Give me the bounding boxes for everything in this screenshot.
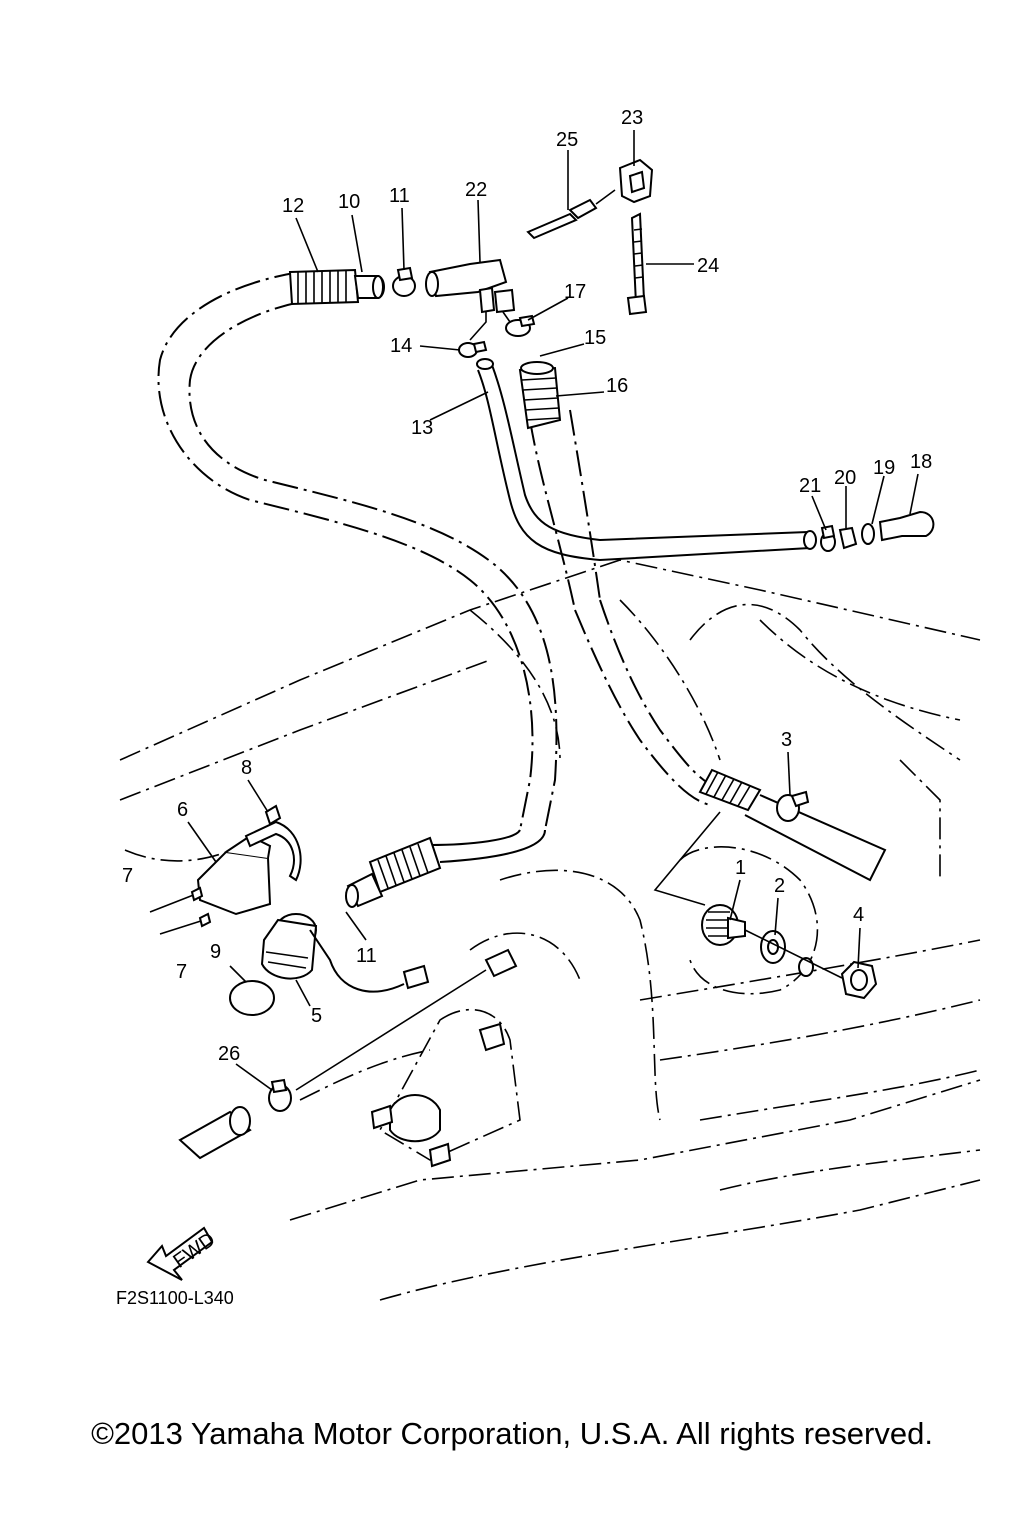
callout-9: 9: [210, 941, 221, 963]
hoses-13-16: [476, 358, 817, 806]
callout-22: 22: [465, 179, 487, 201]
callout-21: 21: [799, 475, 821, 497]
callout-19: 19: [873, 457, 895, 479]
callouts: 1 2 3 4 5 6 7 7 8 9 10 11 11 12 13 14 15…: [122, 107, 932, 1065]
callout-6: 6: [177, 799, 188, 821]
callout-13: 13: [411, 417, 433, 439]
leader-lines: [187, 130, 919, 1091]
part-19-washer: [861, 523, 875, 545]
callout-20: 20: [834, 467, 856, 489]
callout-3: 3: [781, 729, 792, 751]
part-20-nut: [838, 526, 858, 550]
callout-12: 12: [282, 195, 304, 217]
callout-16: 16: [606, 375, 628, 397]
outlet-fitting: [295, 948, 518, 1091]
callout-23: 23: [621, 107, 643, 129]
suction-hose: [157, 271, 558, 863]
callout-26: 26: [218, 1043, 240, 1065]
part-11-clamp-top: [392, 266, 416, 297]
fwd-arrow-icon: FWD: [146, 1226, 219, 1281]
hose-bellows-bottom: [345, 836, 442, 908]
callout-4: 4: [853, 904, 864, 926]
part-7-rivets: [149, 886, 212, 935]
explode-lines-1-4: [653, 811, 843, 979]
part-3-clamp: [776, 790, 810, 822]
part-6-bracket: [196, 834, 272, 916]
part-5-bilge-pump: [260, 913, 430, 993]
part-2-washer: [760, 930, 814, 977]
part-21-clamp: [820, 524, 836, 552]
part-1-fitting: [701, 904, 746, 946]
callout-18: 18: [910, 451, 932, 473]
diagram-code: F2S1100-L340: [116, 1288, 234, 1308]
callout-1: 1: [735, 857, 746, 879]
hull-outline: [119, 559, 981, 1301]
hose-bellows-3: [698, 768, 887, 882]
callout-7: 7: [122, 865, 133, 887]
callout-8: 8: [241, 757, 252, 779]
drive-shaft: [178, 1022, 506, 1168]
part-8-strap: [244, 804, 302, 882]
part-25-rivet: [526, 189, 616, 240]
callout-7: 7: [176, 961, 187, 983]
callout-14: 14: [390, 335, 412, 357]
callout-2: 2: [774, 875, 785, 897]
callout-10: 10: [338, 191, 360, 213]
part-22-fitting: [425, 258, 516, 314]
exploded-parts-diagram: FWD: [119, 107, 981, 1301]
part-24-cable-tie: [626, 212, 648, 316]
callout-5: 5: [311, 1005, 322, 1027]
part-14-clamp: [458, 340, 488, 358]
copyright-notice: ©2013 Yamaha Motor Corporation, U.S.A. A…: [91, 1416, 933, 1451]
part-9-cap: [229, 980, 275, 1016]
hose-bellows-top: [288, 268, 385, 306]
part-23-clip: [618, 158, 654, 204]
callout-15: 15: [584, 327, 606, 349]
part-26-clamp: [268, 1078, 292, 1112]
part-4-nut: [840, 960, 878, 1000]
explode-lines-14-17: [469, 311, 511, 341]
callout-17: 17: [564, 281, 586, 303]
callout-25: 25: [556, 129, 578, 151]
callout-11: 11: [389, 185, 410, 207]
callout-24: 24: [697, 255, 719, 277]
part-18-nozzle: [878, 510, 935, 542]
callout-11: 11: [356, 945, 377, 967]
